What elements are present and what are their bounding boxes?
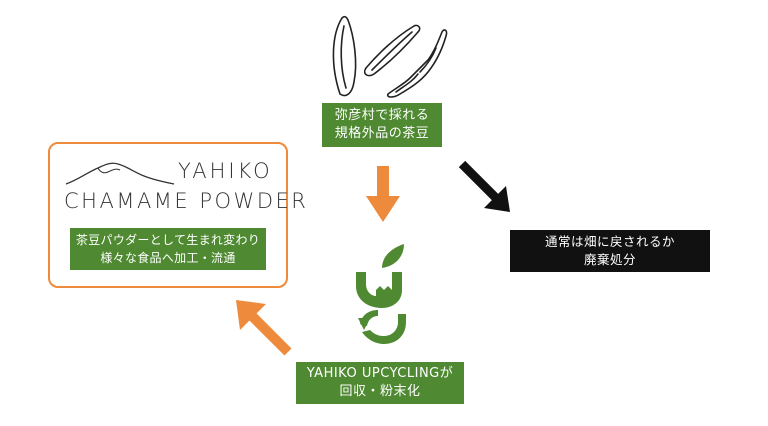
- arrow-diagonal-down-right-icon: [458, 160, 510, 212]
- upcycle-label-line2: 回収・粉末化: [339, 384, 421, 399]
- brand-line2: CHAMAME POWDER: [64, 189, 309, 213]
- source-label: 弥彦村で採れる 規格外品の茶豆: [322, 103, 442, 147]
- arrow-diagonal-up-left-icon: [236, 300, 292, 356]
- discard-label: 通常は畑に戻されるか 廃棄処分: [510, 230, 710, 272]
- edamame-pods-icon: [332, 15, 448, 98]
- mountain-icon: [65, 162, 175, 185]
- product-desc-line1: 茶豆パウダーとして生まれ変わり: [75, 233, 261, 247]
- upcycle-label-line1: YAHIKO UPCYCLINGが: [306, 366, 454, 381]
- discard-label-line1: 通常は畑に戻されるか: [544, 234, 675, 249]
- source-label-line2: 規格外品の茶豆: [334, 126, 430, 141]
- brand-line1: YAHIKO: [178, 159, 273, 183]
- discard-label-line2: 廃棄処分: [583, 252, 636, 267]
- product-desc-label: 茶豆パウダーとして生まれ変わり 様々な食品へ加工・流通: [70, 228, 266, 270]
- upcycling-logo-icon: [356, 244, 406, 344]
- upcycle-label: YAHIKO UPCYCLINGが 回収・粉末化: [296, 362, 464, 404]
- arrow-down-icon: [366, 166, 400, 222]
- product-desc-line2: 様々な食品へ加工・流通: [100, 251, 236, 265]
- source-label-line1: 弥彦村で採れる: [334, 108, 430, 123]
